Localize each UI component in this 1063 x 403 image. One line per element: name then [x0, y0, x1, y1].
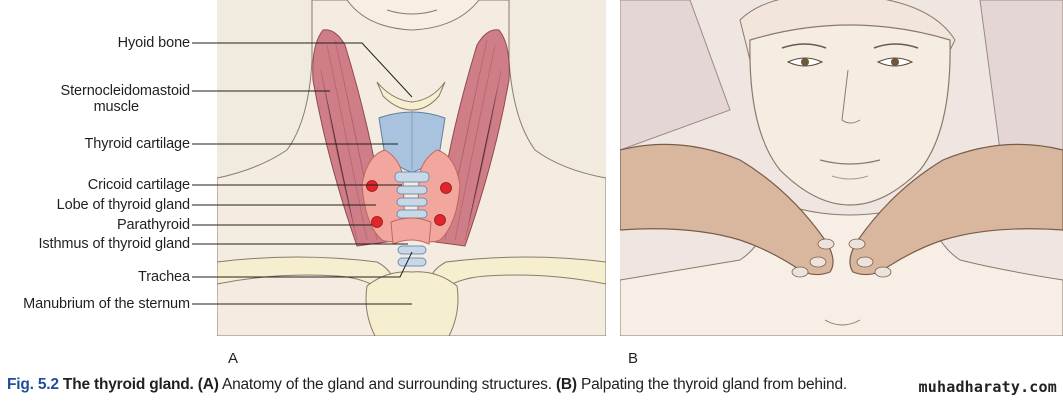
part-b-tag: (B): [555, 376, 577, 393]
part-a-text: Anatomy of the gland and surrounding str…: [221, 376, 552, 393]
panel-letter-b: B: [628, 350, 639, 367]
label-lobe-of-thyroid: Lobe of thyroid gland: [56, 197, 190, 213]
label-trachea: Trachea: [138, 269, 190, 285]
label-isthmus: Isthmus of thyroid gland: [38, 236, 190, 252]
figure-caption: Fig. 5.2 The thyroid gland. (A) Anatomy …: [7, 376, 847, 394]
figure-number: Fig. 5.2: [7, 376, 59, 393]
anatomy-illustration: [217, 0, 606, 336]
label-sternocleidomastoid-line1: Sternocleidomastoid: [60, 83, 191, 99]
part-a-tag: (A): [197, 376, 219, 393]
part-b-text: Palpating the thyroid gland from behind.: [580, 376, 847, 393]
label-sternocleidomastoid-line2: muscle: [93, 99, 139, 115]
label-sternocleidomastoid: Sternocleidomastoid muscle: [60, 83, 191, 115]
label-thyroid-cartilage: Thyroid cartilage: [84, 136, 191, 152]
palpation-drawing: [620, 0, 1063, 336]
panel-letter-a: A: [228, 350, 239, 367]
label-cricoid-cartilage: Cricoid cartilage: [87, 177, 190, 193]
label-parathyroid: Parathyroid: [116, 217, 190, 233]
site-watermark: muhadharaty.com: [918, 378, 1057, 396]
label-manubrium: Manubrium of the sternum: [23, 296, 190, 312]
palpation-illustration: [620, 0, 1063, 336]
figure-title: The thyroid gland.: [62, 376, 194, 393]
label-hyoid-bone: Hyoid bone: [117, 35, 190, 51]
neck-anatomy-drawing: [217, 0, 606, 336]
